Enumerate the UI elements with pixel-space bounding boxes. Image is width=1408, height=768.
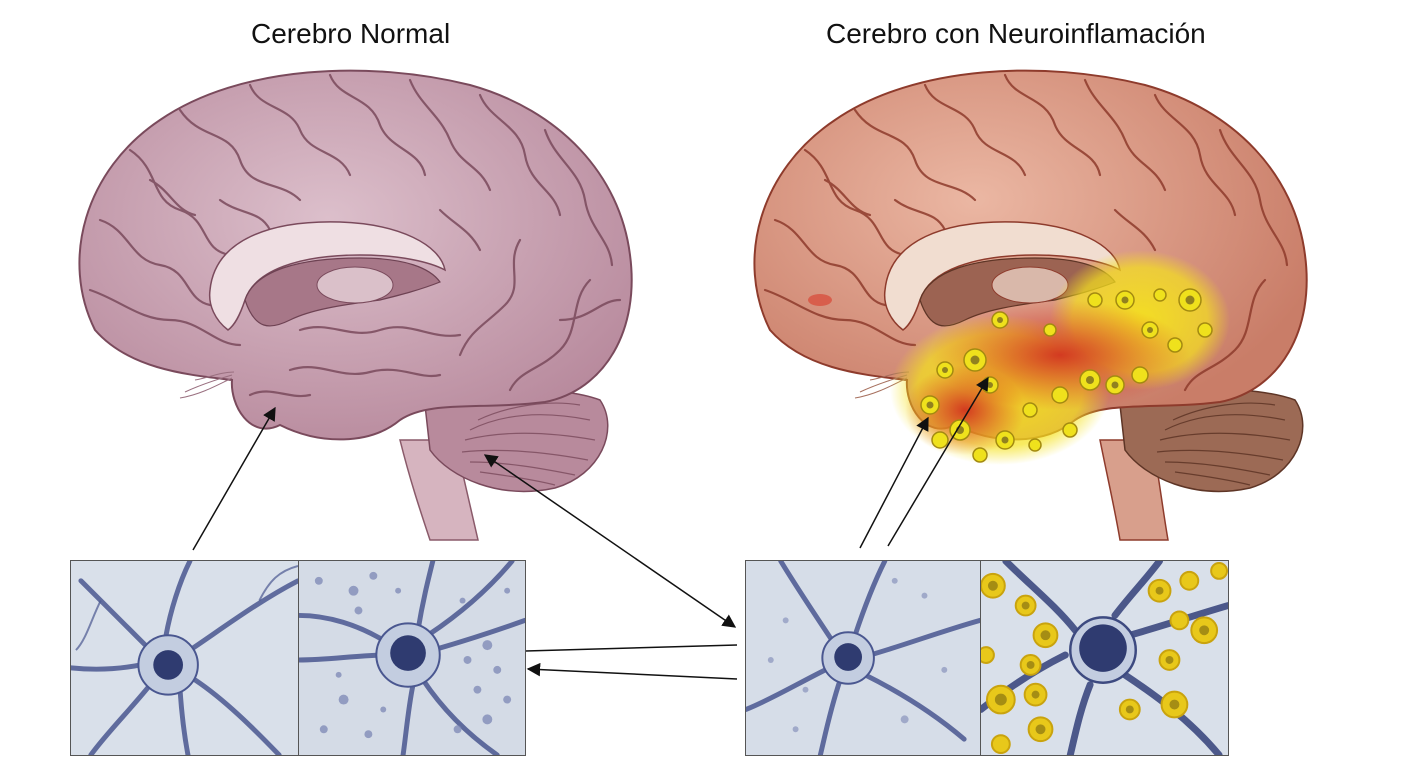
micrograph-normal-neuron — [70, 560, 299, 756]
title-normal-brain: Cerebro Normal — [251, 18, 451, 49]
micrograph-normal-neuron-glia — [298, 560, 526, 756]
arrow-inflamed-2 — [887, 376, 989, 547]
arrow-normal-cortex — [192, 406, 276, 551]
arrow-to-glia-panel-1 — [490, 644, 738, 659]
arrow-normal-cerebellum — [483, 454, 737, 628]
inflamed-brain — [753, 69, 1308, 541]
normal-brain — [78, 69, 633, 541]
arrow-to-glia-panel-2 — [526, 662, 738, 680]
annotation-arrows — [192, 376, 989, 680]
micrograph-inflamed-neuron — [745, 560, 981, 756]
arrow-inflamed-1 — [859, 416, 929, 549]
title-inflamed-brain: Cerebro con Neuroinflamación — [826, 18, 1206, 49]
micrograph-inflamed-neuron-microglia — [980, 560, 1229, 756]
